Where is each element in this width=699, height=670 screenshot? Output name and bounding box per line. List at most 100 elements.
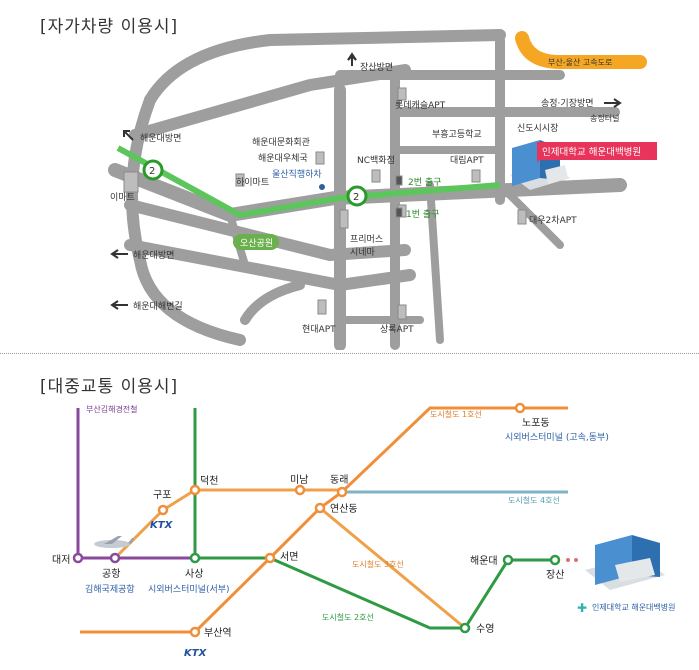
station-markers (72, 402, 561, 638)
label-dongrae: 동래 (330, 474, 348, 486)
building-icon (517, 209, 527, 225)
label-deokcheon: 덕천 (200, 475, 218, 487)
transit-section-title: [대중교통 이용시] (40, 377, 179, 397)
label-minam: 미남 (290, 474, 308, 486)
label-sindosi: 신도시시장 (517, 123, 558, 134)
label-jangsan: 장산방면 (360, 62, 393, 73)
building-icon (371, 169, 381, 183)
label-primus-2: 시네마 (350, 247, 376, 258)
building-icon (315, 151, 325, 165)
station-minam (294, 484, 306, 496)
station-dongrae (336, 486, 348, 498)
label-daewoo: 대우2차APT (529, 214, 577, 226)
station-busan (189, 626, 201, 638)
transit-map: 부산김해경전철 도시철도 2호선 도시철도 1호선 도시철도 3호선 도시철도 … (52, 402, 676, 659)
exit-icon (395, 207, 403, 218)
label-gate1: 1번 출구 (406, 209, 439, 220)
label-beach: 해운대해변길 (133, 301, 183, 312)
building-icon (235, 173, 245, 187)
station-num-b: 2 (353, 192, 359, 203)
label-nopo-sub: 시외버스터미널 (고속,동부) (505, 431, 609, 443)
station-suyeong (459, 622, 471, 634)
highway-road (515, 31, 647, 69)
car-map: 부산-울산 고속도로 2 2 장산방면 송정·기장방면 송정터널 해운대방면 해… (108, 29, 657, 350)
label-tunnel: 송정터널 (590, 113, 619, 123)
label-sasang: 사상 (185, 568, 203, 580)
line2 (193, 408, 555, 630)
label-haeundae-w: 해운대방면 (133, 250, 174, 261)
station-gupo (157, 504, 169, 516)
label-busan: 부산역 (204, 627, 232, 639)
label-daerim: 대림APT (450, 154, 484, 166)
label-sanglok: 상록APT (380, 324, 414, 335)
building-icon (123, 171, 139, 193)
label-yeonsan: 연산동 (330, 503, 358, 515)
station-circle-a (142, 159, 164, 181)
station-daejeo (72, 552, 84, 564)
label-nopo: 노포동 (522, 417, 550, 429)
label-haeundae-nw: 해운대방면 (140, 133, 181, 144)
station-deokcheon (189, 484, 201, 496)
building-icons (123, 87, 527, 320)
label-seomyeon: 서면 (280, 551, 298, 563)
label-hospital-2: 인제대학교 해운대백병원 (592, 602, 676, 612)
station-gonghang (109, 552, 121, 564)
bus-stop-icon (319, 184, 325, 190)
label-sasang-sub: 시외버스터미널(서부) (148, 583, 230, 595)
line-end-dot (566, 558, 570, 562)
label-daejeo: 대저 (52, 554, 70, 566)
road-network (108, 29, 627, 350)
label-line2: 도시철도 2호선 (322, 612, 374, 622)
label-suyeong: 수영 (476, 623, 494, 635)
park-badge (233, 234, 279, 250)
label-jangsan: 장산 (546, 569, 564, 581)
station-haeundae (502, 554, 514, 566)
label-hospital: 인제대학교 해운대백병원 (542, 146, 641, 158)
label-gonghang-sub: 김해국제공항 (85, 583, 135, 595)
hospital-badge (537, 142, 657, 160)
label-primus-1: 프리머스 (350, 234, 383, 245)
arrow-up-icon (347, 52, 357, 66)
label-nc: NC백화점 (357, 154, 395, 166)
label-line4: 도시철도 4호선 (508, 495, 560, 505)
label-hyundai: 현대APT (302, 324, 336, 335)
label-lotte: 롯데캐슬APT (395, 100, 446, 111)
direction-arrows (110, 52, 622, 310)
hospital-building-icon-2 (585, 535, 665, 590)
airplane-icon (94, 536, 134, 548)
ktx-logo-2: KTX (184, 648, 208, 659)
station-circle-b (346, 185, 368, 207)
arrow-left-icon (110, 249, 128, 259)
label-park: 오산공원 (240, 238, 273, 249)
station-num-a: 2 (149, 166, 155, 177)
label-post: 해운대우체국 (258, 153, 308, 164)
building-icon (397, 304, 407, 320)
station-yeonsan (314, 502, 326, 514)
station-jangsan (549, 554, 561, 566)
building-icon (339, 209, 349, 229)
station-seomyeon (264, 552, 276, 564)
route-line (116, 145, 501, 219)
highway-label: 부산-울산 고속도로 (548, 57, 612, 67)
building-icon (471, 169, 481, 183)
label-songjeong: 송정·기장방면 (541, 98, 594, 109)
station-nopo (514, 402, 526, 414)
label-bus-stop: 울산직행하차 (272, 168, 322, 180)
car-section-title: [자가차량 이용시] (40, 17, 179, 37)
label-gonghang: 공항 (102, 568, 120, 580)
label-gupo: 구포 (153, 490, 171, 501)
building-icon (317, 299, 327, 315)
label-haeundae: 해운대 (470, 554, 498, 567)
label-busheung: 부흥고등학교 (432, 128, 482, 140)
station-sasang (189, 552, 201, 564)
building-icon (397, 87, 407, 101)
exit-icon (395, 175, 403, 186)
label-culture: 해운대문화회관 (252, 137, 310, 148)
line-end-dot (574, 558, 578, 562)
label-purple-line: 부산김해경전철 (86, 404, 138, 414)
arrow-left-icon-2 (110, 300, 128, 310)
section-divider (0, 353, 699, 354)
arrow-right-icon (604, 98, 622, 108)
ktx-logo: KTX (150, 520, 174, 531)
